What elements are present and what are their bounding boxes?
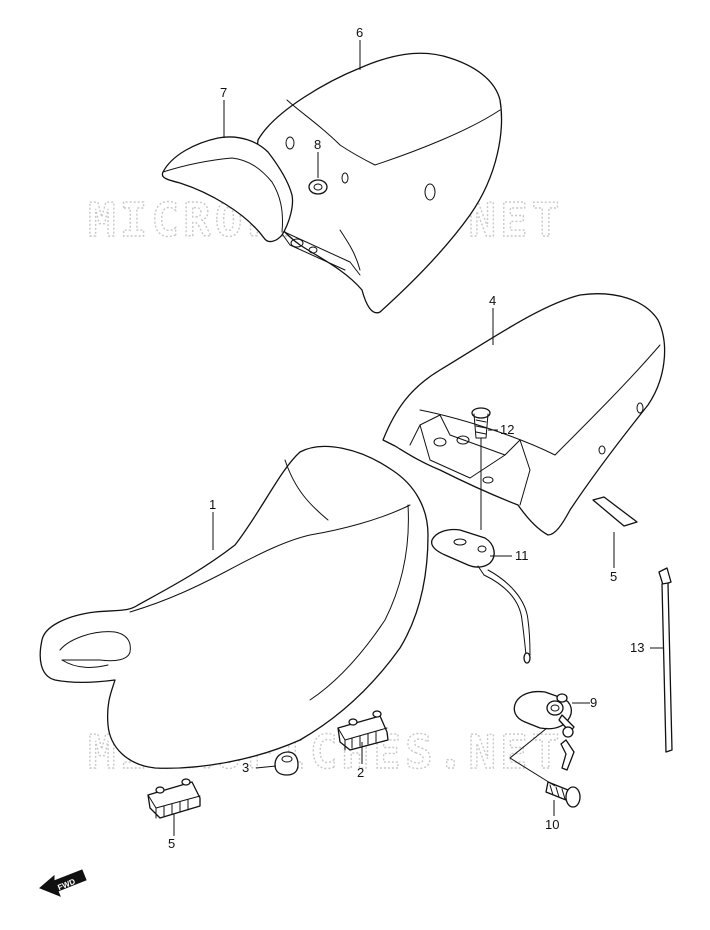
rear-seat-pad[interactable] [161,136,294,243]
fwd-arrow: FWD [39,869,87,897]
callout-1: 1 [209,497,216,512]
callout-11: 11 [515,548,529,563]
callout-6: 6 [356,25,363,40]
callout-3: 3 [242,760,249,775]
callout-5-right: 5 [610,569,617,584]
seat-latch-bracket[interactable] [430,528,531,664]
leader-lines [173,40,664,836]
grommet-8[interactable] [308,179,328,195]
main-seat[interactable] [39,445,429,769]
callout-10: 10 [545,817,559,832]
cushion-3[interactable] [274,751,299,776]
callout-13: 13 [630,640,644,655]
screw-12[interactable] [471,407,491,439]
callout-4: 4 [489,293,496,308]
callout-5-left: 5 [168,836,175,851]
cable-tie-13[interactable] [658,567,673,753]
seat-lock-9[interactable] [513,690,575,771]
seat-tail-cowl[interactable] [256,52,503,314]
front-seat-shell[interactable] [382,293,666,536]
callout-12: 12 [500,422,514,437]
callout-9: 9 [590,695,597,710]
callout-8: 8 [314,137,321,152]
damper-5[interactable] [147,778,201,819]
seat-strip-5[interactable] [592,496,638,527]
callout-2: 2 [357,765,364,780]
damper-2[interactable] [337,710,389,751]
callout-7: 7 [220,85,227,100]
bolt-10[interactable] [545,781,581,808]
